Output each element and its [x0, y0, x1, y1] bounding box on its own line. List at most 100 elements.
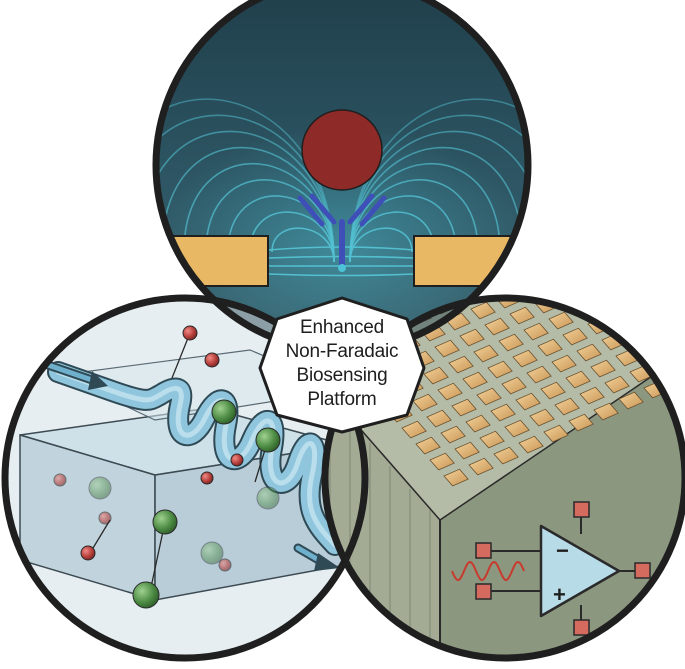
sensor-pad	[610, 263, 634, 280]
sensor-pad	[576, 343, 602, 362]
sensor-pad	[443, 468, 469, 487]
sensor-pad	[571, 258, 595, 275]
sensor-pad	[426, 409, 452, 428]
sensor-pad	[554, 397, 580, 416]
sensor-pad	[585, 274, 609, 291]
sensor-pad	[504, 419, 530, 438]
sensor-pad	[679, 342, 685, 361]
field-line	[349, 163, 501, 263]
green-particles	[88, 399, 281, 609]
sensor-pad	[565, 370, 591, 389]
op-amp-icon	[539, 524, 621, 618]
field-line	[267, 273, 415, 277]
sensor-pad	[448, 355, 474, 374]
field-line	[349, 179, 479, 263]
sensor-pad	[454, 441, 480, 460]
sensor-pad	[465, 414, 491, 433]
sensor-pad	[612, 305, 638, 324]
sensor-pad	[590, 359, 616, 378]
sensor-pad	[626, 321, 652, 340]
left-electrode	[156, 235, 269, 287]
sensor-pad	[521, 280, 545, 297]
field-line	[349, 195, 457, 263]
field-line	[349, 98, 528, 263]
sensor-pad	[543, 226, 567, 243]
sensor-pad	[662, 298, 685, 302]
sensor-pad	[598, 298, 624, 308]
sensor-pad	[607, 220, 631, 237]
sensor-pad	[559, 298, 585, 303]
sensor-pad	[468, 457, 494, 476]
sensor-pad	[401, 420, 427, 439]
field-line	[349, 114, 528, 263]
antibody-icon	[297, 193, 387, 271]
sensor-pad	[484, 317, 510, 336]
sensor-pad	[546, 269, 570, 286]
field-line	[156, 98, 335, 263]
red-particles	[53, 325, 244, 572]
sensor-pad	[476, 387, 502, 406]
op-amp-plus-sign: +	[553, 582, 566, 607]
sensor-pad	[518, 435, 544, 454]
sensor-pad	[429, 452, 455, 471]
sensor-pad	[412, 393, 438, 412]
sensor-pad	[434, 339, 460, 358]
top-circle-electric-field	[156, 0, 528, 351]
sensor-pad	[637, 298, 663, 313]
sensor-pad	[596, 247, 620, 264]
sensor-pad	[593, 402, 619, 421]
sensor-pad	[451, 398, 477, 417]
sinusoidal-signal-icon	[451, 560, 525, 582]
center-label-line-1: Enhanced	[300, 317, 384, 338]
sensor-pad	[479, 430, 505, 449]
field-line	[349, 130, 528, 263]
op-amp-circuit: − +	[451, 501, 651, 636]
field-line	[271, 227, 335, 263]
sensor-pad	[649, 268, 673, 285]
center-label-line-4: Platform	[307, 389, 377, 410]
sensor-pad	[470, 301, 496, 320]
sensor-pad	[579, 386, 605, 405]
field-line	[227, 195, 335, 263]
field-line	[156, 114, 335, 263]
sensor-pad	[593, 204, 617, 221]
sensor-pad	[604, 375, 630, 394]
sensor-pad	[562, 327, 588, 346]
sensor-pad	[568, 413, 594, 432]
sensor-pad	[507, 264, 531, 281]
outlet-arrow-icon	[293, 543, 340, 571]
sensor-pad	[543, 424, 569, 443]
op-amp-minus-sign: −	[556, 538, 569, 563]
sensor-pad	[654, 353, 680, 372]
sensor-pad	[518, 237, 542, 254]
sensor-pad	[462, 371, 488, 390]
center-hexagon-badge	[258, 296, 426, 434]
sensor-pad	[665, 326, 685, 345]
sensor-pad	[526, 365, 552, 384]
sensor-pad	[512, 349, 538, 368]
field-line	[205, 179, 335, 263]
center-label: Enhanced Non-Faradaic Biosensing Platfor…	[262, 300, 422, 428]
sensor-pad	[532, 253, 556, 270]
center-label-line-2: Non-Faradaic	[285, 341, 399, 362]
sensor-pad	[501, 376, 527, 395]
sensor-pad	[624, 279, 648, 296]
field-line	[156, 130, 335, 263]
sensor-pad	[635, 252, 659, 269]
sensor-pad	[640, 337, 666, 356]
sensor-pad	[621, 236, 645, 253]
sensor-pad	[582, 231, 606, 248]
sensor-pad	[423, 366, 449, 385]
sensor-pad	[440, 425, 466, 444]
sensor-pad	[568, 215, 592, 232]
sensor-pad	[473, 344, 499, 363]
sensor-pad	[668, 369, 685, 388]
sensor-pad	[557, 242, 581, 259]
field-anchor-dot	[338, 264, 346, 272]
sensor-pad	[415, 436, 441, 455]
sensor-pad	[618, 391, 644, 410]
sensor-pad	[437, 382, 463, 401]
sensor-pad	[490, 403, 516, 422]
terminal-pads	[475, 501, 651, 636]
